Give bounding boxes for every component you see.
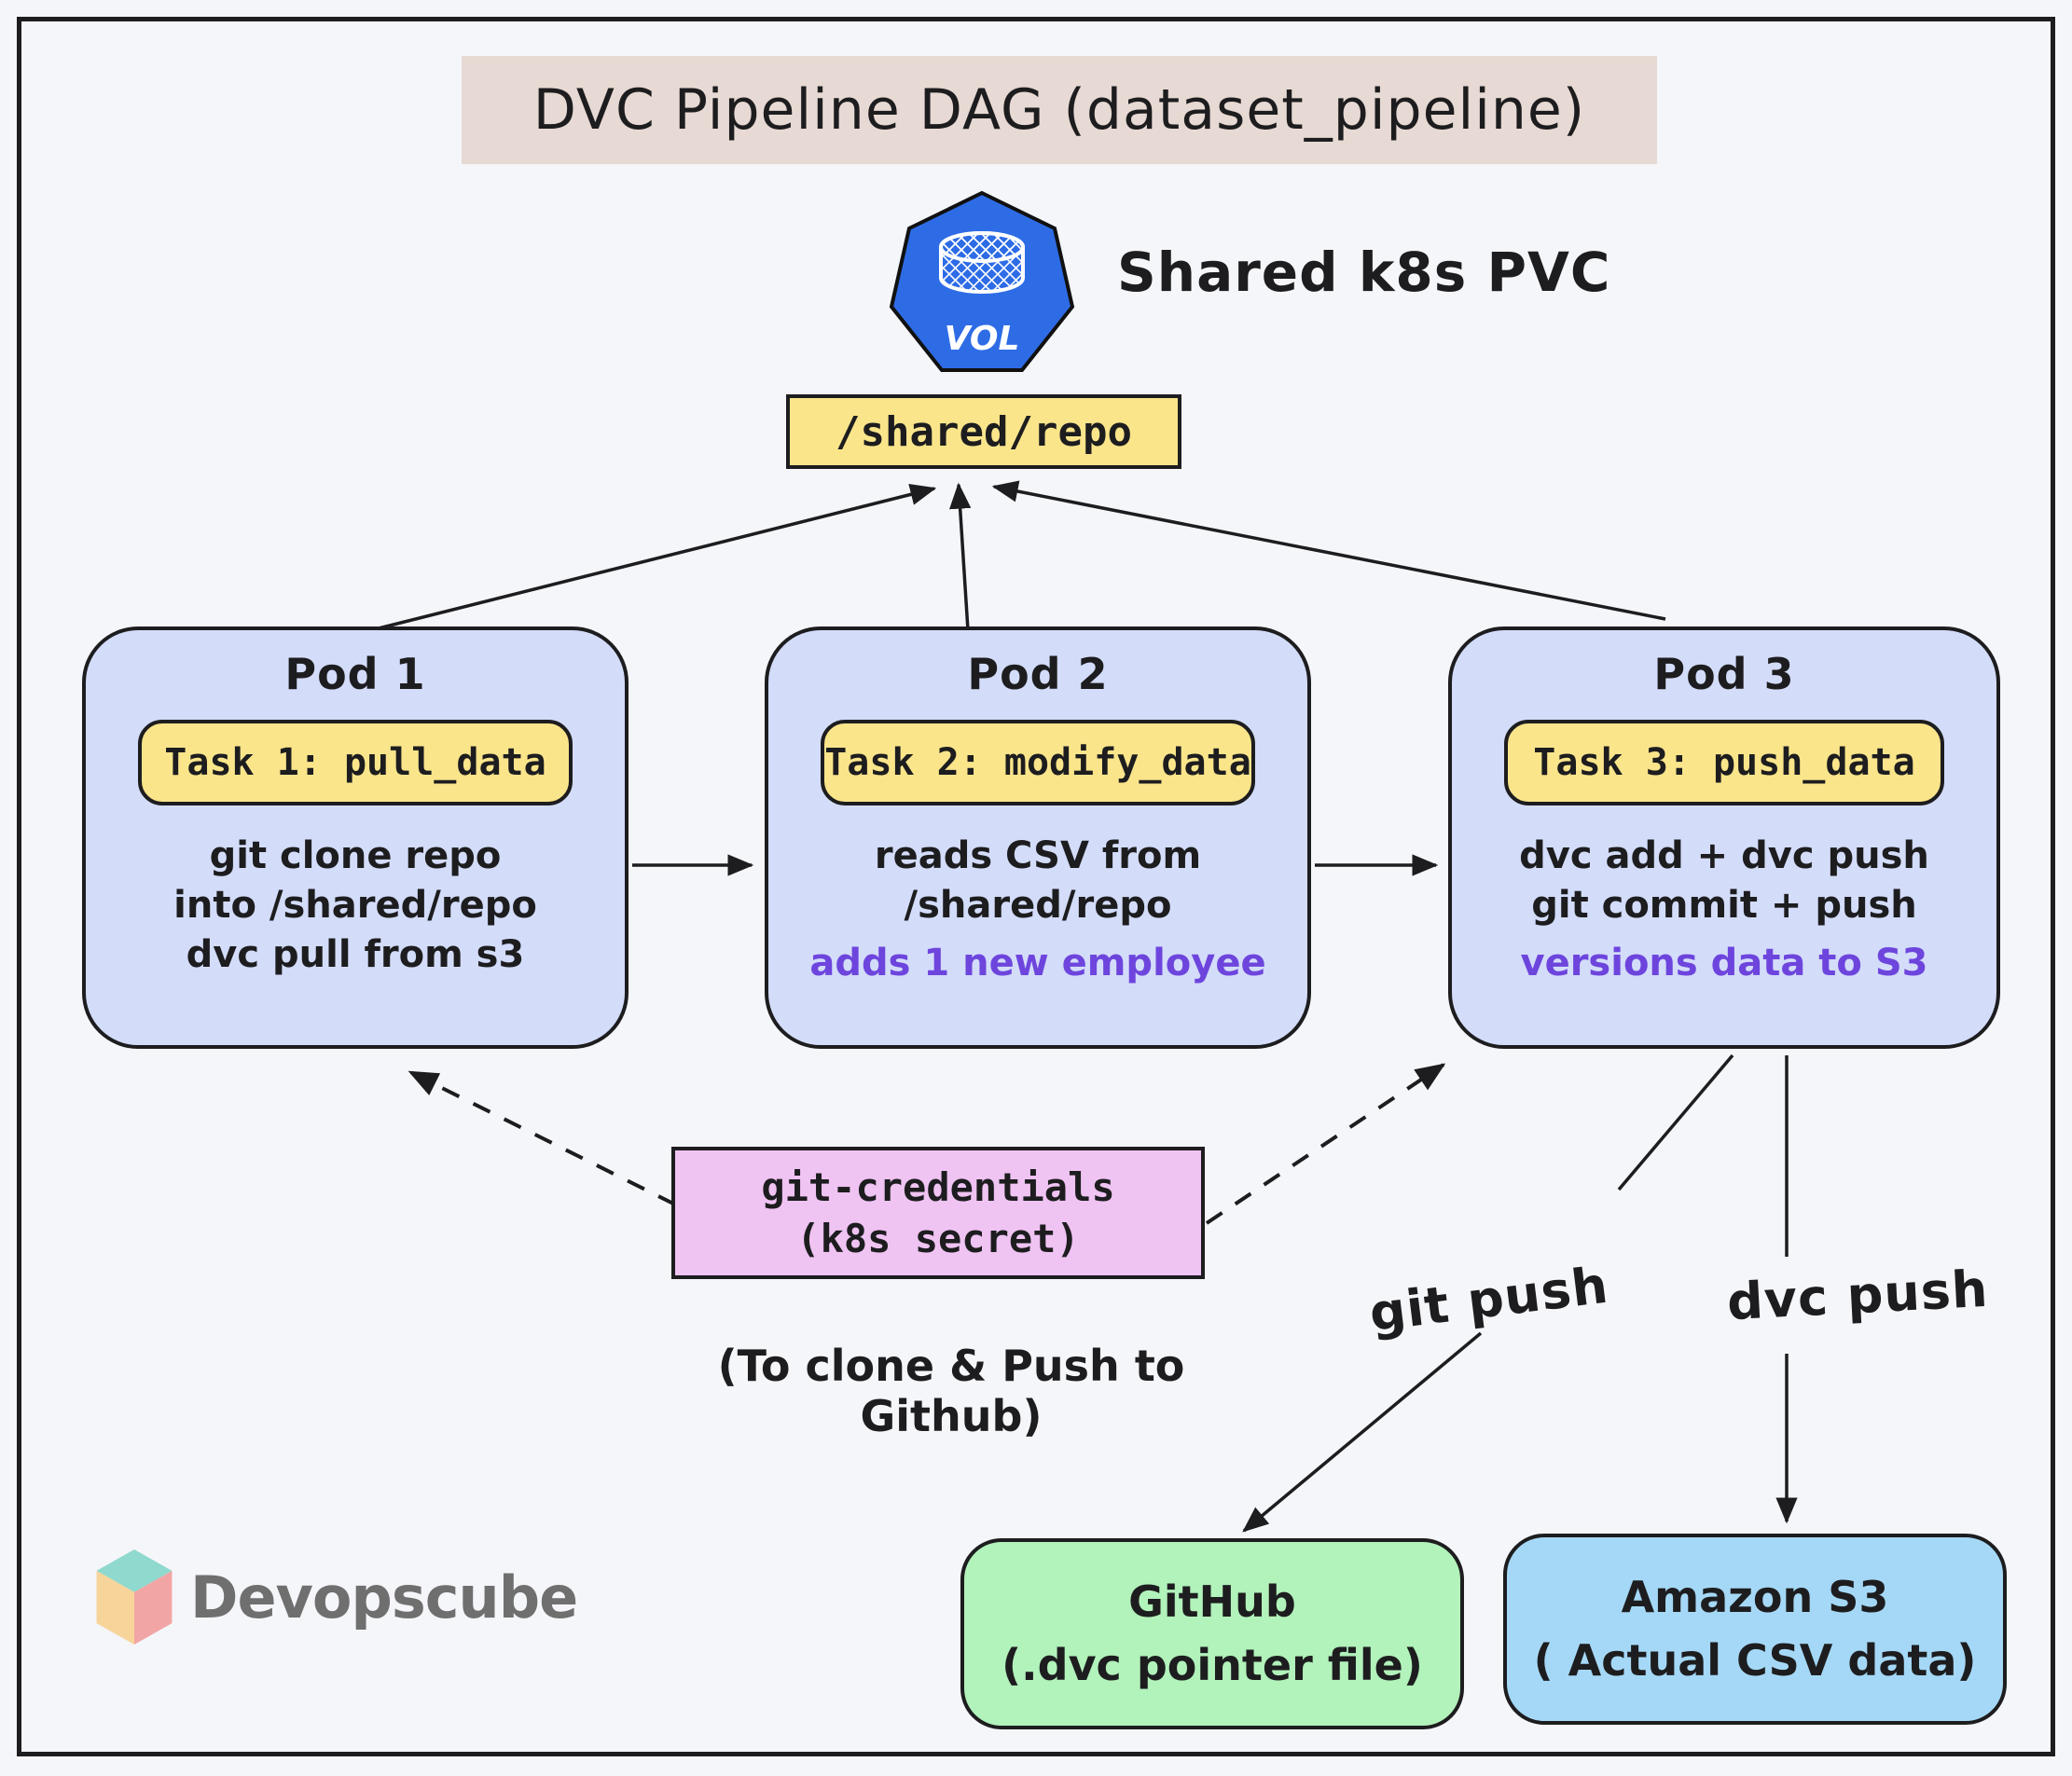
pod1-title: Pod 1 <box>284 649 426 699</box>
pod1-line-3: dvc pull from s3 <box>186 932 525 976</box>
s3-label: Amazon S3 <box>1621 1571 1889 1622</box>
git-credentials-box: git-credentials (k8s secret) <box>671 1147 1205 1279</box>
devopscube-logo: Devopscube <box>93 1549 578 1645</box>
outer-frame <box>17 17 2055 1756</box>
pod2-highlight: adds 1 new employee <box>809 941 1266 984</box>
volume-icon-label: VOL <box>945 320 1020 358</box>
pod1-line-2: into /shared/repo <box>173 883 537 927</box>
pod1-box: Pod 1 Task 1: pull_data git clone repo i… <box>82 626 629 1049</box>
diagram-title: DVC Pipeline DAG (dataset_pipeline) <box>462 56 1657 164</box>
pod2-task-pill: Task 2: modify_data <box>821 720 1255 805</box>
amazon-s3-box: Amazon S3 ( Actual CSV data) <box>1503 1534 2007 1725</box>
pod3-description: dvc add + dvc push git commit + push <box>1519 832 1929 930</box>
s3-sublabel: ( Actual CSV data) <box>1533 1634 1977 1686</box>
pod2-task-label: Task 2: modify_data <box>824 741 1251 784</box>
pod1-task-label: Task 1: pull_data <box>164 741 546 784</box>
pod3-box: Pod 3 Task 3: push_data dvc add + dvc pu… <box>1448 626 2000 1049</box>
pod1-task-pill: Task 1: pull_data <box>138 720 573 805</box>
pod1-description: git clone repo into /shared/repo dvc pul… <box>173 832 537 979</box>
shared-repo-label: /shared/repo <box>836 407 1132 456</box>
github-sublabel: (.dvc pointer file) <box>1001 1639 1423 1690</box>
devopscube-wordmark: Devopscube <box>190 1563 578 1631</box>
git-credentials-name: git-credentials <box>761 1164 1115 1210</box>
git-credentials-type: (k8s secret) <box>796 1216 1080 1261</box>
shared-repo-box: /shared/repo <box>786 394 1181 469</box>
pod2-line-2: /shared/repo <box>904 883 1172 927</box>
github-label: GitHub <box>1128 1576 1296 1627</box>
devopscube-cube-icon <box>96 1549 173 1645</box>
shared-pvc-label: Shared k8s PVC <box>1117 241 1611 304</box>
pod3-title: Pod 3 <box>1653 649 1795 699</box>
pod3-task-label: Task 3: push_data <box>1533 741 1915 784</box>
pod1-line-1: git clone repo <box>209 834 502 877</box>
pod3-line-1: dvc add + dvc push <box>1519 834 1929 877</box>
git-credentials-note: (To clone & Push to Github) <box>717 1341 1185 1441</box>
pod2-description: reads CSV from /shared/repo <box>875 832 1201 930</box>
pod2-line-1: reads CSV from <box>874 834 1202 877</box>
pod3-highlight: versions data to S3 <box>1520 941 1928 984</box>
pod2-title: Pod 2 <box>967 649 1109 699</box>
pod3-task-pill: Task 3: push_data <box>1504 720 1944 805</box>
pod3-line-2: git commit + push <box>1531 883 1917 927</box>
github-box: GitHub (.dvc pointer file) <box>960 1538 1464 1729</box>
k8s-volume-icon: VOL <box>889 190 1075 372</box>
pod2-box: Pod 2 Task 2: modify_data reads CSV from… <box>765 626 1311 1049</box>
diagram-title-text: DVC Pipeline DAG (dataset_pipeline) <box>532 77 1586 143</box>
